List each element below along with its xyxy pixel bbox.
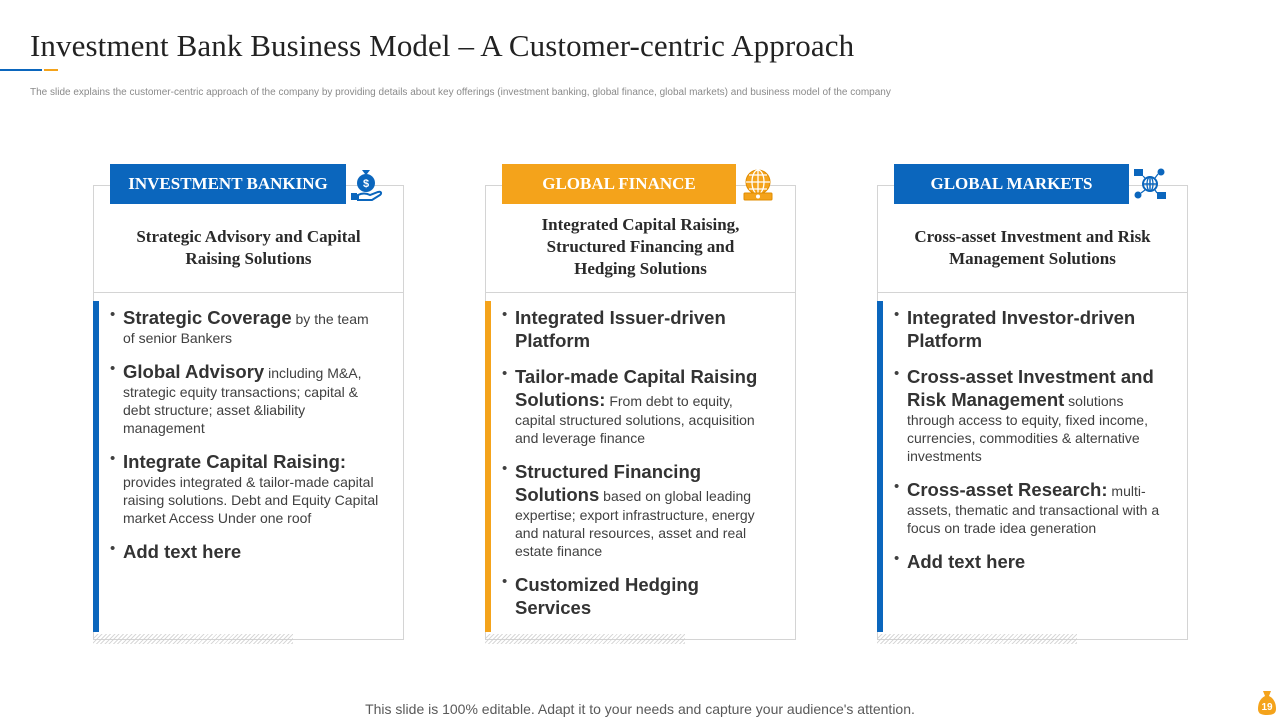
accent-bar bbox=[877, 301, 883, 632]
summary-line: Strategic Advisory and Capital bbox=[136, 227, 361, 246]
list-item: Global Advisory including M&A, strategic… bbox=[110, 360, 380, 437]
column-investment-banking: INVESTMENT BANKING $ Strategic Advisory … bbox=[93, 0, 405, 720]
list-item: Integrated Issuer-driven Platform bbox=[502, 306, 772, 352]
list-item: Strategic Coverage by the team of senior… bbox=[110, 306, 380, 347]
list-item: Cross-asset Research: multi-assets, them… bbox=[894, 478, 1164, 537]
list-item: Integrate Capital Raising: provides inte… bbox=[110, 450, 380, 527]
header-tag: INVESTMENT BANKING bbox=[110, 164, 346, 204]
money-bag-hand-icon: $ bbox=[351, 170, 383, 201]
slide-title: Investment Bank Business Model – A Custo… bbox=[30, 28, 855, 63]
hatch-decoration bbox=[877, 634, 1077, 644]
list-item: Tailor-made Capital Raising Solutions: F… bbox=[502, 365, 772, 447]
slide-footer: This slide is 100% editable. Adapt it to… bbox=[365, 701, 915, 717]
header-tag: GLOBAL FINANCE bbox=[502, 164, 736, 204]
slide-subtitle: The slide explains the customer-centric … bbox=[30, 87, 891, 98]
summary-text: Cross-asset Investment and Risk Manageme… bbox=[877, 226, 1188, 270]
hatch-decoration bbox=[93, 634, 293, 644]
hatch-decoration bbox=[485, 634, 685, 644]
list-item: Customized Hedging Services bbox=[502, 573, 772, 619]
title-underline-orange bbox=[44, 69, 58, 71]
bullet-list: Strategic Coverage by the team of senior… bbox=[110, 306, 380, 576]
page-number: 19 bbox=[1261, 702, 1273, 713]
list-item: Add text here bbox=[110, 540, 380, 563]
column-global-finance: GLOBAL FINANCE Integrated Capital Raisin… bbox=[485, 0, 797, 720]
list-item: Add text here bbox=[894, 550, 1164, 573]
summary-line: Raising Solutions bbox=[185, 249, 312, 268]
summary-line: Management Solutions bbox=[949, 249, 1116, 268]
summary-text: Integrated Capital Raising, Structured F… bbox=[485, 214, 796, 280]
header-tag: GLOBAL MARKETS bbox=[894, 164, 1129, 204]
summary-line: Hedging Solutions bbox=[574, 259, 707, 278]
summary-line: Cross-asset Investment and Risk bbox=[914, 227, 1151, 246]
global-network-icon bbox=[1134, 168, 1166, 199]
globe-money-icon bbox=[743, 169, 773, 201]
list-item: Integrated Investor-driven Platform bbox=[894, 306, 1164, 352]
summary-line: Integrated Capital Raising, bbox=[541, 215, 740, 234]
bullet-list: Integrated Investor-driven Platform Cros… bbox=[894, 306, 1164, 586]
list-item: Cross-asset Investment and Risk Manageme… bbox=[894, 365, 1164, 465]
summary-text: Strategic Advisory and Capital Raising S… bbox=[93, 226, 404, 270]
column-global-markets: GLOBAL MARKETS Cross-asset Investment an… bbox=[877, 0, 1189, 720]
list-item: Structured Financing Solutions based on … bbox=[502, 460, 772, 560]
money-bag-page-icon bbox=[1258, 691, 1276, 715]
bullet-list: Integrated Issuer-driven Platform Tailor… bbox=[502, 306, 772, 632]
svg-text:$: $ bbox=[363, 178, 369, 190]
title-underline-blue bbox=[0, 69, 42, 71]
accent-bar bbox=[485, 301, 491, 632]
accent-bar bbox=[93, 301, 99, 632]
summary-line: Structured Financing and bbox=[546, 237, 735, 256]
